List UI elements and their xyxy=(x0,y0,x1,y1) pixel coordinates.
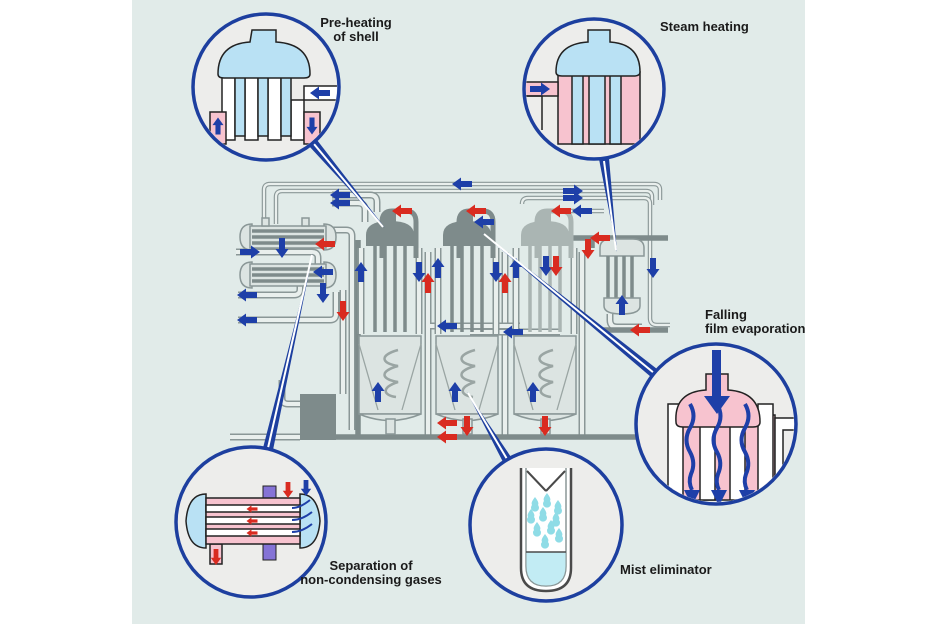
label-preheating-line2: of shell xyxy=(333,29,379,44)
label-separation-line2: non-condensing gases xyxy=(300,572,442,587)
label-preheating-line1: Pre-heating xyxy=(320,15,392,30)
mist-eliminator-illustration xyxy=(519,468,573,593)
main-process-diagram xyxy=(230,177,670,444)
callout-steam-heating: Steam heating xyxy=(522,17,749,161)
label-steam-heating: Steam heating xyxy=(660,19,749,34)
callout-pointers xyxy=(263,140,657,462)
callout-falling-film: Falling film evaporation xyxy=(634,307,805,506)
equipment-box xyxy=(300,394,336,440)
separation-illustration xyxy=(185,480,321,565)
callout-mist-eliminator: Mist eliminator xyxy=(468,447,712,603)
light-pipes xyxy=(230,181,670,441)
steam-heating-illustration xyxy=(526,29,641,145)
label-separation-line1: Separation of xyxy=(329,558,413,573)
callout-separation: Separation of non-condensing gases xyxy=(174,445,442,599)
label-falling-film-line1: Falling xyxy=(705,307,747,322)
label-falling-film-line2: film evaporation xyxy=(705,321,805,336)
heat-exchanger-2 xyxy=(239,261,337,289)
label-mist-eliminator: Mist eliminator xyxy=(620,562,712,577)
heat-exchanger-1 xyxy=(239,217,337,251)
callout-preheating: Pre-heating of shell xyxy=(191,12,392,162)
